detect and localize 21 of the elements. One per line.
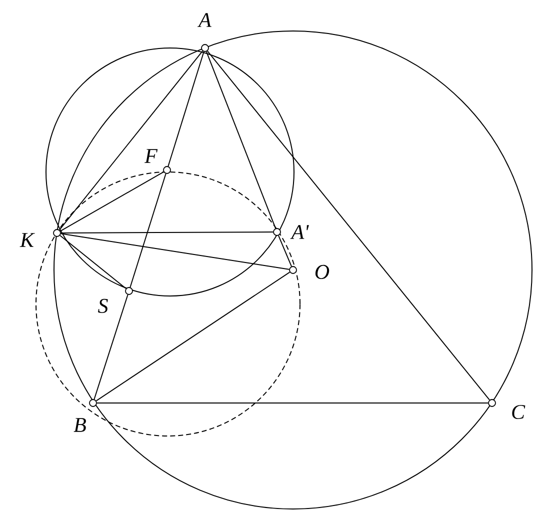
segment (60, 171, 164, 232)
point-label: C (512, 404, 526, 420)
point-label: B (74, 418, 86, 432)
segment (278, 235, 292, 267)
segment (60, 234, 126, 290)
segment (206, 50, 490, 400)
segment (60, 233, 290, 270)
point-label: O (315, 264, 330, 280)
segment (96, 402, 489, 404)
point-label: A' (290, 225, 309, 239)
segment (58, 50, 204, 230)
segment (130, 173, 166, 288)
point-label: K (20, 233, 35, 247)
point-label: A (197, 13, 212, 27)
segment (206, 51, 276, 229)
segment (60, 232, 274, 234)
segment (168, 51, 204, 167)
point-label: F (144, 149, 158, 163)
point-label: S (98, 298, 108, 314)
segment (96, 272, 290, 402)
segment (94, 294, 128, 400)
